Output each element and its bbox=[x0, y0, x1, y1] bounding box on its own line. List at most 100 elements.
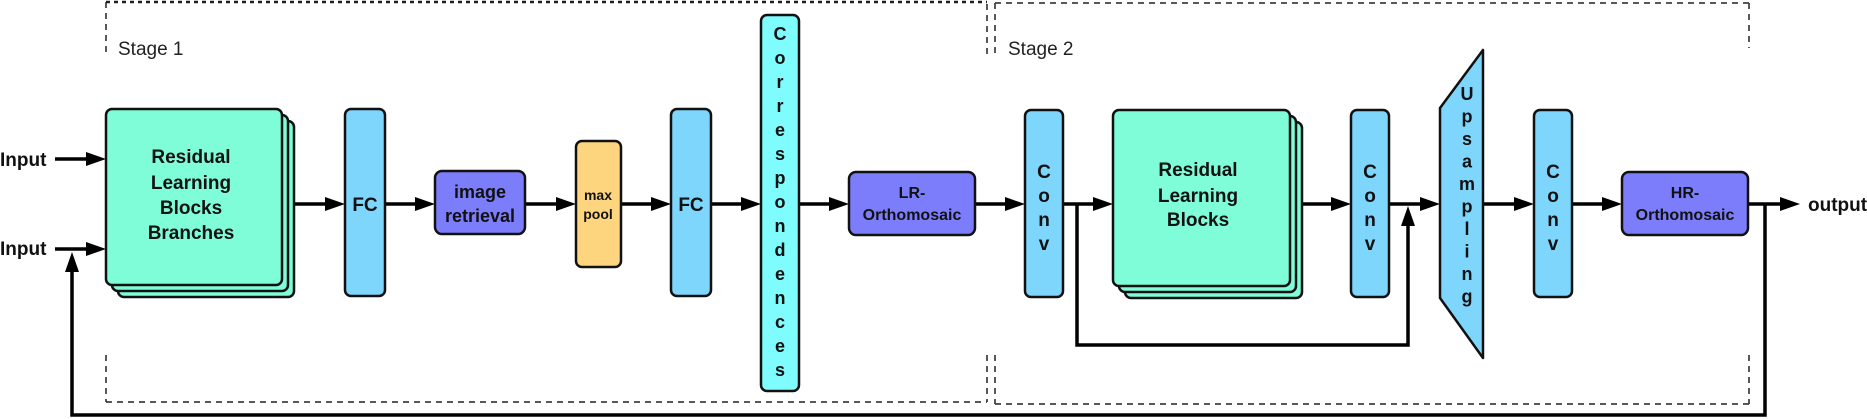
input-label-1: Input bbox=[0, 150, 47, 171]
output-label: output bbox=[1808, 195, 1867, 216]
residual-blocks-front bbox=[1111, 108, 1292, 288]
fc-layer-1: FC bbox=[343, 107, 387, 298]
arrowheads bbox=[65, 152, 1800, 272]
vertical-letter: p bbox=[775, 168, 786, 188]
arrow-conv1-to-residual-head bbox=[1093, 197, 1113, 211]
arrow-conv3-to-hr-head bbox=[1602, 197, 1622, 211]
arrow-input-1-head bbox=[86, 152, 106, 166]
vertical-letter: o bbox=[1038, 186, 1050, 207]
skip-connection-head bbox=[1401, 206, 1415, 226]
arrow-fc2-to-correspondences-head bbox=[741, 197, 761, 211]
arrow-retrieval-to-maxpool-head bbox=[556, 197, 576, 211]
connectors bbox=[55, 157, 1784, 417]
vertical-letter: C bbox=[1546, 162, 1560, 183]
vertical-letter: p bbox=[1462, 197, 1473, 217]
feedback-loop-head bbox=[65, 252, 79, 272]
stage-2-container bbox=[994, 2, 1750, 405]
stage-1-label: Stage 1 bbox=[118, 39, 184, 60]
image-retrieval-line-1: image bbox=[454, 182, 506, 202]
max-pool-block: max pool bbox=[574, 139, 623, 269]
arrow-correspondences-to-lr-head bbox=[829, 197, 849, 211]
image-retrieval-block: image retrieval bbox=[433, 169, 527, 236]
residual-branches-front bbox=[104, 107, 284, 287]
vertical-letter: C bbox=[1363, 162, 1377, 183]
vertical-letter: s bbox=[775, 144, 785, 164]
hr-orthomosaic-line-2: Orthomosaic bbox=[1636, 207, 1735, 224]
vertical-letter: n bbox=[775, 216, 786, 236]
vertical-letter: m bbox=[1459, 174, 1475, 194]
stage-2-label: Stage 2 bbox=[1008, 39, 1074, 60]
vertical-letter: C bbox=[774, 24, 787, 44]
hr-orthomosaic-block: HR- Orthomosaic bbox=[1620, 170, 1750, 237]
vertical-letter: d bbox=[775, 240, 786, 260]
vertical-letter: r bbox=[776, 96, 783, 116]
vertical-letter: g bbox=[1462, 287, 1473, 307]
vertical-letter: n bbox=[1462, 264, 1473, 284]
vertical-letter: o bbox=[1364, 186, 1376, 207]
vertical-letter: e bbox=[775, 120, 785, 140]
vertical-letter: n bbox=[1547, 210, 1559, 231]
vertical-letter: n bbox=[1364, 210, 1376, 231]
vertical-letter: e bbox=[775, 336, 785, 356]
max-pool-line-2: pool bbox=[583, 206, 613, 222]
residual-blocks-block: Residual Learning Blocks bbox=[1111, 108, 1304, 300]
residual-branches-line-2: Learning bbox=[151, 173, 231, 194]
vertical-letter: s bbox=[1462, 129, 1472, 149]
vertical-letter: o bbox=[775, 192, 786, 212]
vertical-letter: o bbox=[775, 48, 786, 68]
vertical-letter: o bbox=[1547, 186, 1559, 207]
residual-branches-line-4: Branches bbox=[148, 223, 235, 244]
vertical-letter: p bbox=[1462, 107, 1473, 127]
vertical-letter: r bbox=[776, 72, 783, 92]
vertical-letter: n bbox=[1038, 210, 1050, 231]
residual-branches-line-3: Blocks bbox=[160, 198, 222, 219]
arrow-lr-to-conv1-head bbox=[1005, 197, 1025, 211]
vertical-letter: v bbox=[1548, 234, 1559, 255]
arrow-hr-to-output-head bbox=[1780, 197, 1800, 211]
residual-blocks-line-2: Learning bbox=[1158, 186, 1238, 207]
vertical-letter: e bbox=[775, 264, 785, 284]
lr-orthomosaic-line-2: Orthomosaic bbox=[863, 207, 962, 224]
stage-1-container bbox=[105, 0, 988, 403]
vertical-letter: C bbox=[1037, 162, 1051, 183]
residual-branches-line-1: Residual bbox=[151, 147, 230, 168]
image-retrieval-line-2: retrieval bbox=[445, 206, 515, 226]
hr-orthomosaic-line-1: HR- bbox=[1671, 185, 1699, 202]
fc-2-label: FC bbox=[678, 195, 704, 216]
arrow-conv2-to-upsampling-head bbox=[1420, 197, 1440, 211]
arrow-residual-to-conv2-head bbox=[1331, 197, 1351, 211]
arrow-fc1-to-retrieval-head bbox=[415, 197, 435, 211]
input-label-2: Input bbox=[0, 239, 47, 260]
residual-blocks-line-1: Residual bbox=[1158, 160, 1237, 181]
arrow-input-2-head bbox=[86, 242, 106, 256]
vertical-letter: v bbox=[1365, 234, 1376, 255]
lr-orthomosaic-line-1: LR- bbox=[899, 185, 926, 202]
residual-branches-block: Residual Learning Blocks Branches bbox=[104, 107, 296, 299]
lr-orthomosaic-block: LR- Orthomosaic bbox=[847, 170, 977, 237]
vertical-letter: s bbox=[775, 360, 785, 380]
fc-1-label: FC bbox=[352, 195, 378, 216]
arrow-maxpool-to-fc2-head bbox=[651, 197, 671, 211]
residual-blocks-line-3: Blocks bbox=[1167, 210, 1229, 231]
vertical-letter: a bbox=[1462, 152, 1473, 172]
fc-layer-2: FC bbox=[669, 107, 713, 298]
vertical-letter: v bbox=[1039, 234, 1050, 255]
vertical-letter: i bbox=[1464, 242, 1469, 262]
vertical-letter: c bbox=[775, 312, 785, 332]
arrow-upsampling-to-conv3-head bbox=[1514, 197, 1534, 211]
vertical-letter: U bbox=[1461, 84, 1474, 104]
vertical-letter: l bbox=[1464, 219, 1469, 239]
feedback-loop-line bbox=[70, 204, 1767, 417]
arrow-residual-to-fc1-head bbox=[325, 197, 345, 211]
